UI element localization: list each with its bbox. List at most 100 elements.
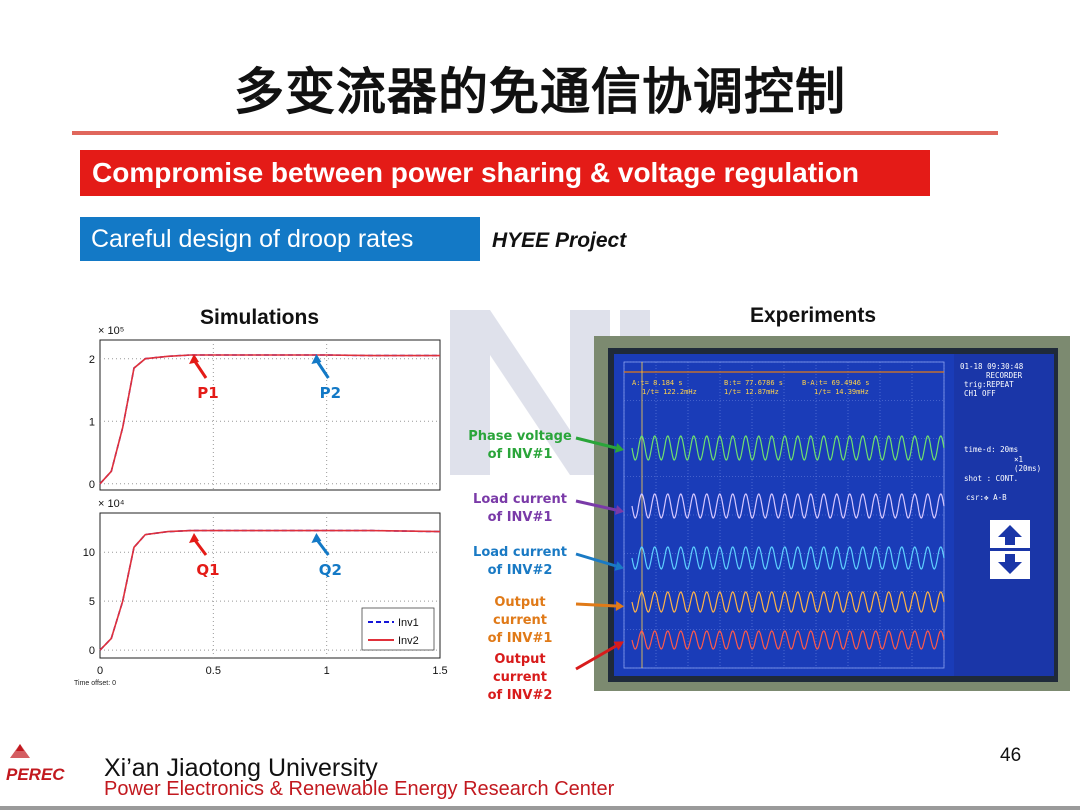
scope-channel: CH1 OFF [964,389,996,398]
signal-arrow [575,499,617,512]
signal-arrow [575,552,617,568]
annotation-label: P2 [320,384,341,402]
arrow-head-icon [311,354,322,364]
x-tick-label: 0 [97,665,103,677]
page-number: 46 [1000,745,1022,766]
scope-zoom: ×1 [1014,455,1023,464]
signal-arrow [575,644,617,671]
scope-cursor-a-freq: 1/t= 122.2mHz [642,388,697,396]
oscilloscope-photo: A:t= 8.184 s 1/t= 122.2mHz B:t= 77.6786 … [594,336,1070,691]
scope-zoom-ms: (20ms) [1014,464,1041,473]
experiments-heading: Experiments [750,304,877,327]
scope-cursor-ba-freq: 1/t= 14.39mHz [814,388,869,396]
signal-label: Load current of INV#2 [466,544,574,580]
x-tick-label: 1 [324,665,330,677]
legend-label: Inv1 [398,617,419,629]
time-offset-label: Time offset: 0 [74,680,116,687]
title-divider [72,131,998,135]
exponent-label: × 10⁴ [98,498,125,510]
y-tick-label: 1 [89,416,95,428]
scope-grid [623,361,945,669]
signal-label-line2: of INV#1 [487,631,553,646]
arrow-down-icon [990,551,1030,579]
signal-label-line1: Output current [492,595,548,628]
signal-arrows [575,436,624,671]
scope-trace [631,493,945,519]
banner-droop-design: Careful design of droop rates [80,217,480,261]
scope-trace [631,630,945,650]
signal-label-line2: of INV#1 [487,447,553,462]
scope-cursor-a: A:t= 8.184 s [632,379,683,387]
legend-label: Inv2 [398,635,419,647]
logo-text: PEREC [6,765,65,784]
slide-title: 多变流器的免通信协调控制 [234,63,846,121]
series-line-inv2 [99,529,441,651]
arrow-head-icon [613,641,624,651]
signal-label-line2: of INV#2 [487,688,553,703]
arrow-head-icon [189,354,199,364]
research-center-name: Power Electronics & Renewable Energy Res… [104,778,615,800]
signal-label-line2: of INV#2 [487,563,553,578]
annotation-arrow [192,359,208,379]
y-tick-label: 0 [89,479,95,491]
scope-cursor-mode: csr:✥ A-B [966,493,1007,502]
y-tick-label: 2 [89,354,95,366]
annotation-label: P1 [197,384,218,402]
annotation-label: Q2 [319,561,342,579]
project-label: HYEE Project [492,229,627,252]
annotation-label: Q1 [196,561,219,579]
scope-clock: 01-18 09:30:48 [960,362,1024,371]
scope-grid-border [623,361,945,669]
banner-compromise: Compromise between power sharing & volta… [80,150,930,196]
scope-side-panel [954,354,1054,676]
footer-bar [0,806,1080,810]
scope-waveforms [631,435,945,650]
signal-arrow [575,602,617,608]
series-line-inv2 [99,354,440,485]
signal-label-line1: Load current [473,492,567,507]
scope-cursor-b-freq: 1/t= 12.87mHz [724,388,779,396]
x-tick-label: 1.5 [432,665,447,677]
signal-label-line1: Load current [473,545,567,560]
arrow-head-icon [311,533,322,543]
scope-shot: shot : CONT. [964,474,1018,483]
university-name: Xi’an Jiaotong University [104,754,378,782]
arrow-head-icon [614,561,624,571]
x-tick-label: 0.5 [206,665,221,677]
scope-trace [631,591,945,613]
annotation-arrow [315,538,330,556]
simulations-heading: Simulations [200,306,320,329]
arrow-up-icon [990,520,1030,548]
watermark-logo [450,310,650,475]
perec-logo: PEREC [6,744,65,784]
plot-frame [99,339,441,491]
signal-arrow [575,436,617,450]
y-tick-label: 5 [89,596,95,608]
annotation-arrow [192,538,208,556]
y-tick-label: 0 [89,645,95,657]
y-tick-label: 10 [83,547,95,559]
signal-label: Output current of INV#2 [466,651,574,705]
annotation-arrow [315,359,330,379]
scope-cursor-ba: B-A:t= 69.4946 s [802,379,869,387]
arrow-head-icon [614,505,624,515]
arrow-head-icon [615,601,624,611]
scope-trigger: trig:REPEAT [964,380,1014,389]
signal-label-line1: Output current [492,652,548,685]
signal-label-line1: Phase voltage [468,429,572,444]
scope-cursor-b: B:t= 77.6786 s [724,379,783,387]
exponent-label: × 10⁵ [98,325,124,337]
arrow-head-icon [614,443,624,453]
legend-box [361,607,435,651]
scope-time-div: time-d: 20ms [964,445,1018,454]
scope-mode: RECORDER [986,371,1023,380]
signal-label: Phase voltage of INV#1 [466,428,574,464]
subplot-top: 0 1 2 × 10⁵ P1 P2 [89,325,441,491]
signal-label-line2: of INV#1 [487,510,553,525]
scope-trace [631,435,945,461]
scope-trace [631,546,945,570]
signal-label: Load current of INV#1 [466,491,574,527]
